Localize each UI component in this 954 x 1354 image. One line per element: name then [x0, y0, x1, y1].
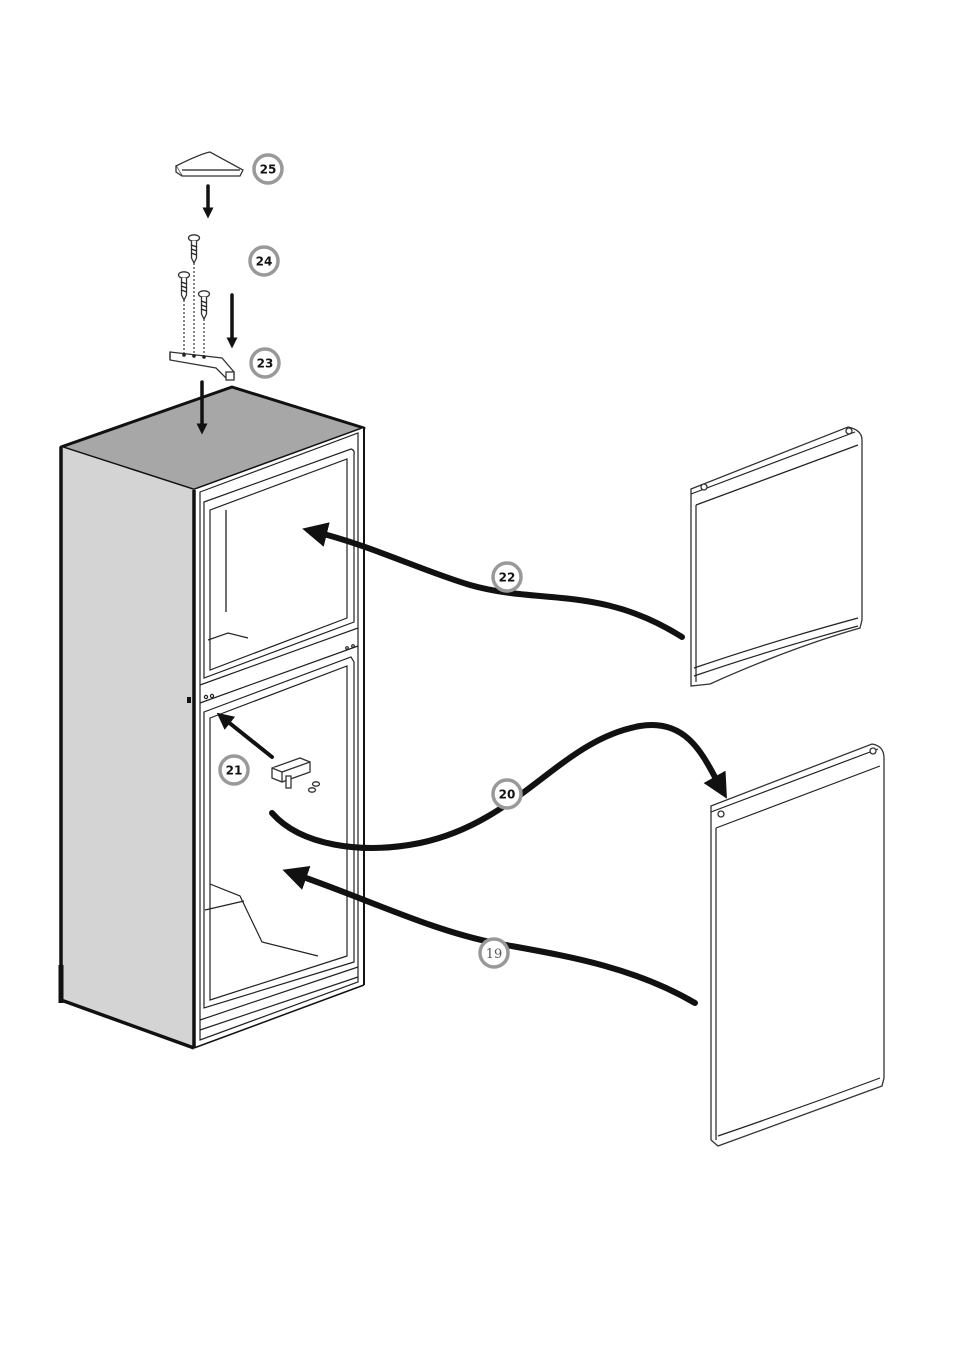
badge-20: 20 — [493, 780, 521, 808]
top-hinge-icon — [170, 352, 234, 380]
badge-25-label: 25 — [260, 163, 277, 177]
refrigerator-body-icon — [61, 387, 364, 1048]
badge-20-label: 20 — [499, 788, 516, 802]
badge-21-label: 21 — [226, 764, 243, 778]
badge-19-label: 19 — [486, 947, 503, 962]
badge-24-label: 24 — [256, 255, 273, 269]
badge-19: 19 — [480, 939, 508, 967]
badge-23-label: 23 — [257, 357, 274, 371]
badge-22: 22 — [493, 563, 521, 591]
badge-22-label: 22 — [499, 571, 516, 585]
fridge-side-face — [61, 447, 194, 1048]
fridge-front-face — [194, 428, 364, 1048]
fridge-door-icon — [711, 744, 884, 1146]
freezer-door-icon — [691, 427, 862, 686]
badge-25: 25 — [254, 155, 282, 183]
screw-icon — [179, 235, 210, 356]
badge-21: 21 — [220, 756, 248, 784]
badge-24: 24 — [250, 247, 278, 275]
badge-23: 23 — [251, 349, 279, 377]
hinge-cover-icon — [176, 152, 243, 176]
